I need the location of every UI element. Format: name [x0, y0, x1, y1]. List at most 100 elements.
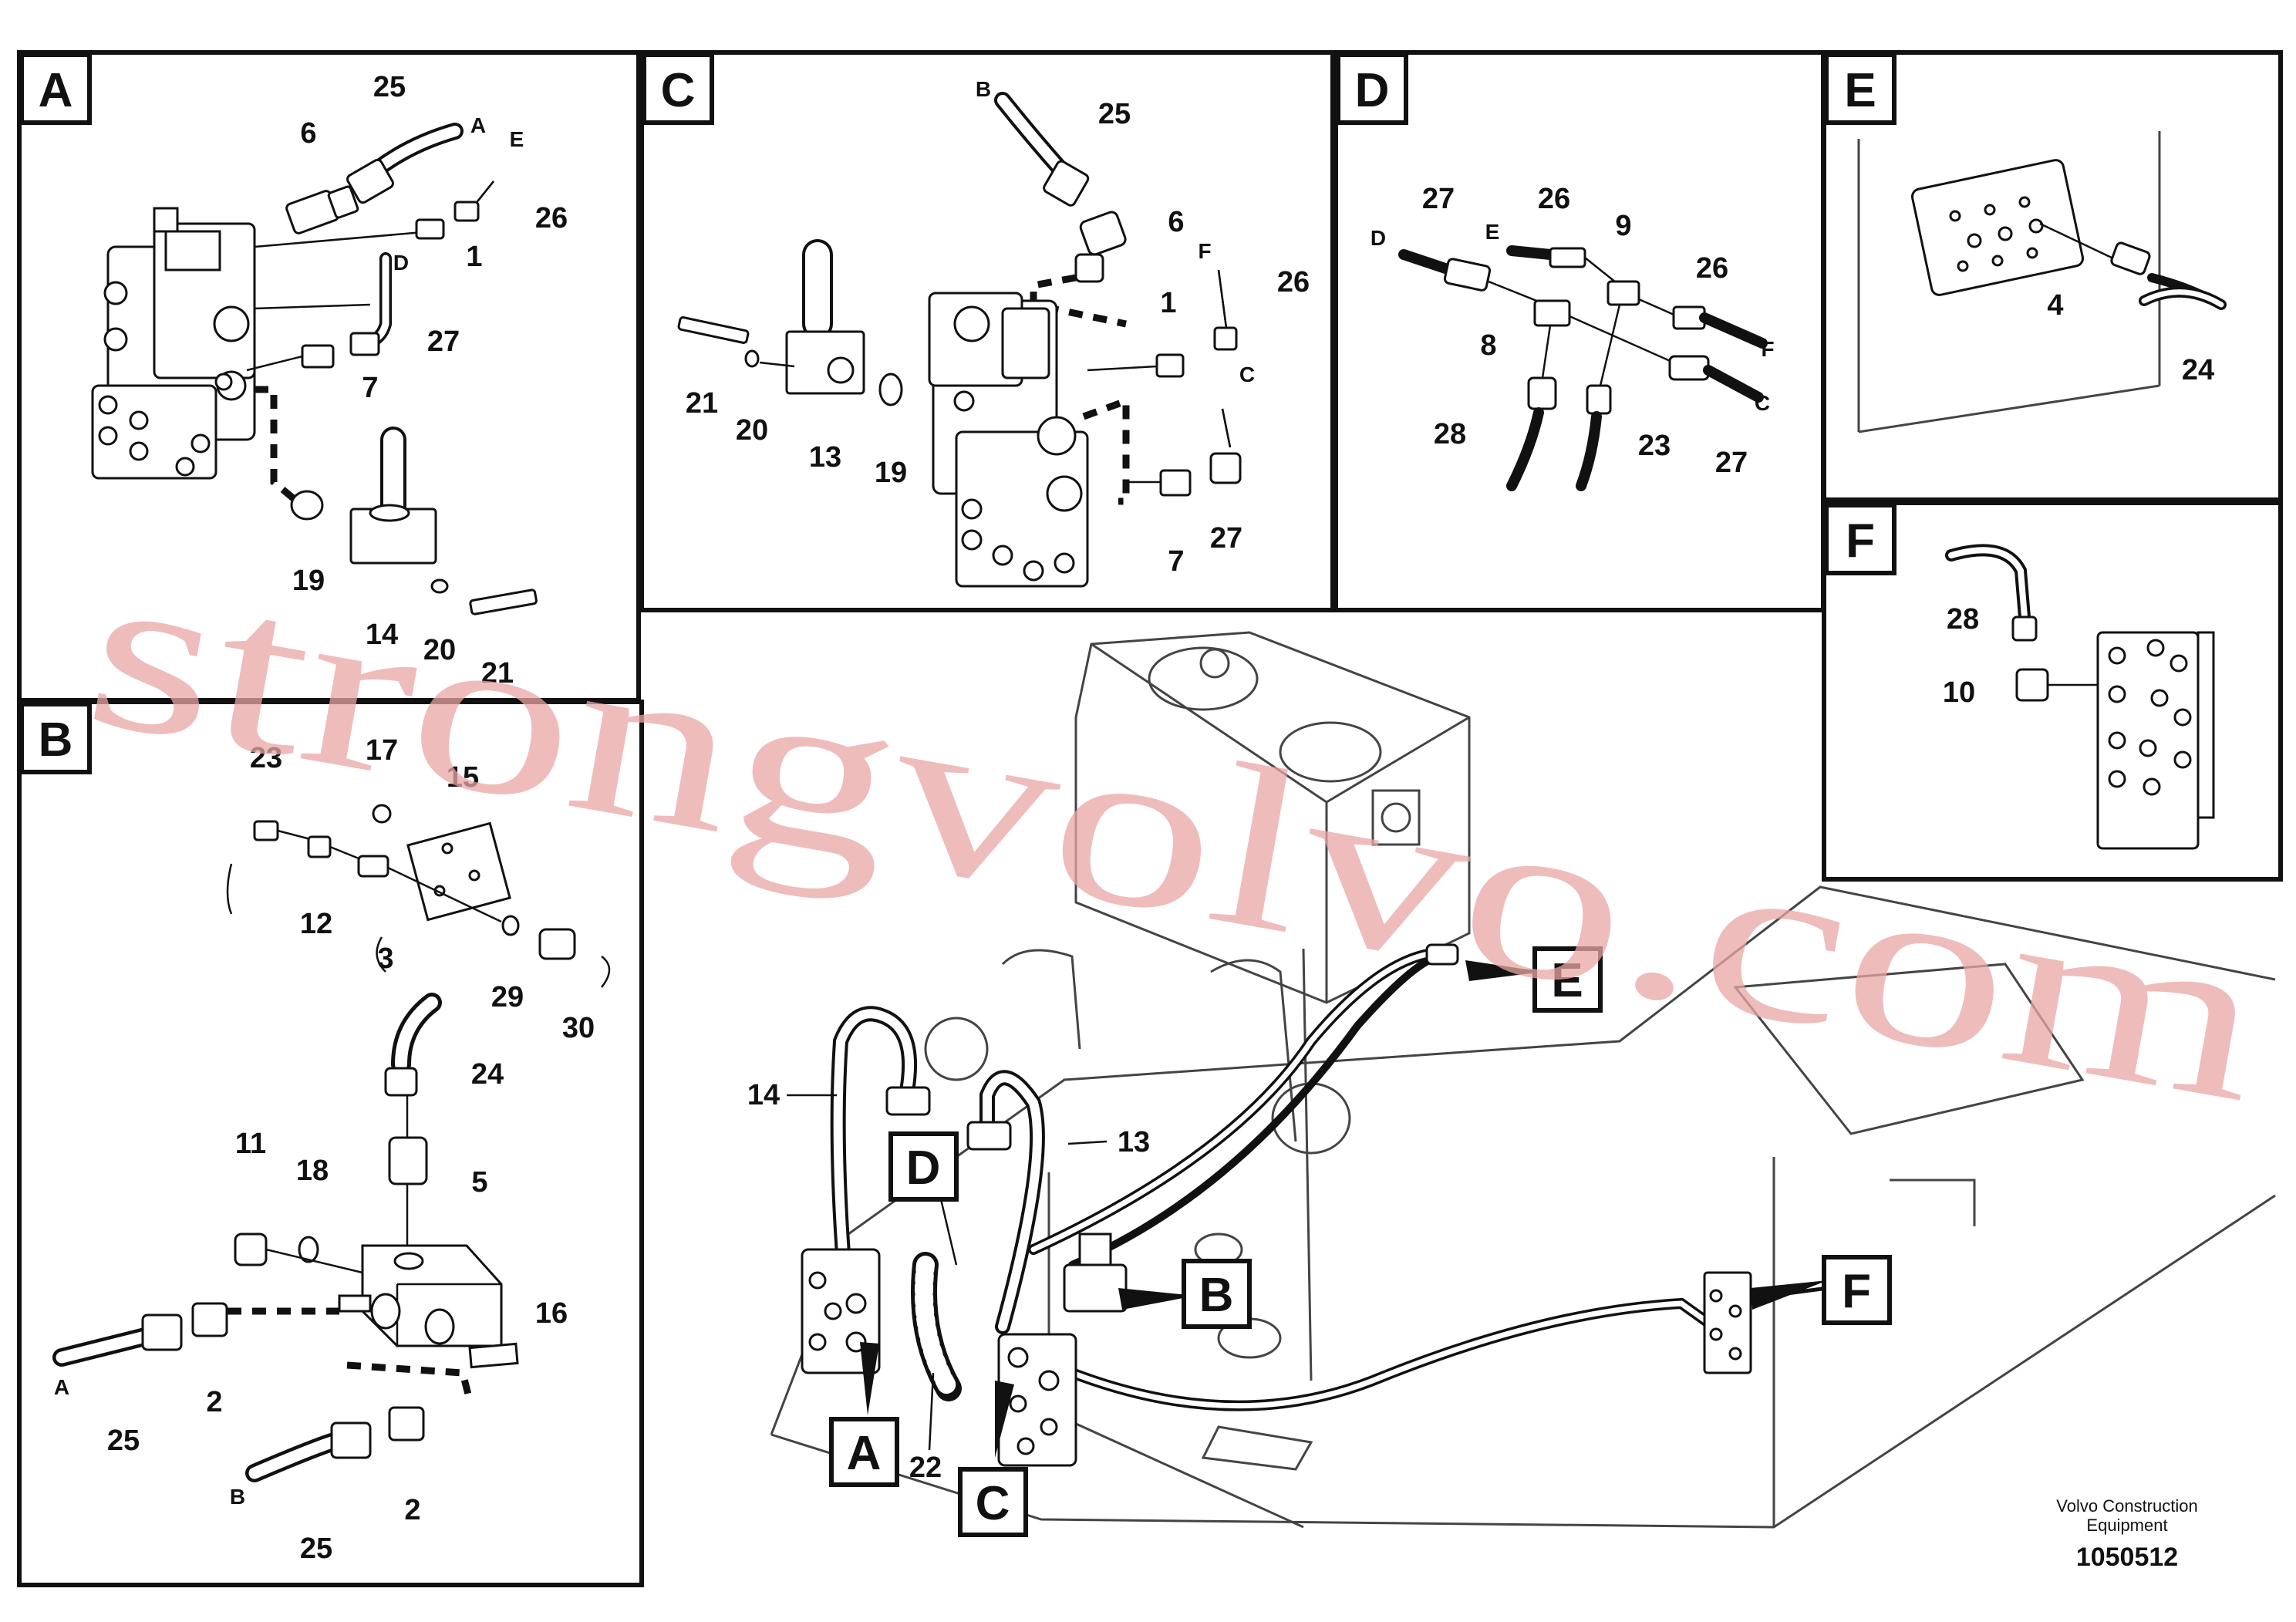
label-b-17: 17 [366, 734, 398, 767]
callout-f: F [1822, 1255, 1892, 1325]
label-a-25: 25 [373, 71, 406, 103]
label-b-2-bottom: 2 [404, 1494, 420, 1526]
panel-f-tag: F [1824, 503, 1896, 575]
label-c-26: 26 [1277, 266, 1310, 298]
label-d-letter-e: E [1485, 220, 1500, 244]
panel-a-tag: A [19, 52, 92, 125]
main-valve-c [997, 1333, 1077, 1467]
callout-a-text: A [847, 1427, 882, 1480]
label-c-27: 27 [1210, 522, 1242, 555]
panel-b-tag: B [19, 702, 92, 774]
panel-c-drawing: B 25 6 F 26 1 C 21 20 13 19 7 27 [677, 77, 1310, 588]
label-d-26-right: 26 [1696, 252, 1728, 285]
footer-company-line1: Volvo Construction [2056, 1496, 2197, 1516]
panel-a-drawing: 25 A E 6 26 1 D 27 7 19 14 20 21 [91, 71, 568, 690]
main-block-f [1703, 1271, 1752, 1374]
label-b-11: 11 [235, 1128, 266, 1160]
label-d-letter-f: F [1761, 337, 1774, 361]
label-b-5: 5 [471, 1166, 487, 1199]
callout-d: D [888, 1131, 959, 1202]
panel-d-tag: D [1336, 52, 1408, 125]
label-c-19: 19 [875, 457, 907, 489]
callout-e: E [1532, 946, 1603, 1013]
label-b-29: 29 [491, 981, 524, 1013]
label-a-letter-a: A [470, 113, 486, 137]
panel-a-tag-text: A [39, 64, 73, 117]
label-d-8: 8 [1480, 329, 1496, 362]
label-d-27-top: 27 [1422, 183, 1455, 215]
panel-d-frame [1333, 50, 1826, 612]
label-c-letter-c: C [1239, 363, 1255, 386]
footer-company-line2: Equipment [2086, 1516, 2167, 1535]
callout-c-text: C [976, 1477, 1010, 1530]
label-b-24: 24 [471, 1058, 504, 1091]
flange-14 [349, 427, 437, 565]
label-d-23: 23 [1638, 430, 1671, 462]
panel-e-tag: E [1824, 52, 1896, 125]
label-b-25-top: 25 [107, 1425, 140, 1457]
label-a-20: 20 [423, 634, 456, 666]
label-b-25-bottom: 25 [300, 1533, 332, 1565]
label-b-letter-a: A [54, 1375, 69, 1399]
label-c-21: 21 [686, 387, 718, 420]
block-16 [338, 1244, 519, 1369]
label-d-27-bottom: 27 [1715, 447, 1748, 479]
label-c-1: 1 [1160, 287, 1176, 319]
panel-d-tag-text: D [1355, 64, 1390, 117]
label-f-10: 10 [1943, 676, 1975, 709]
panel-e-drawing: 4 24 [1857, 131, 2227, 433]
label-b-23: 23 [250, 742, 282, 774]
label-main-13: 13 [1118, 1126, 1150, 1158]
panel-b-tag-text: B [39, 713, 73, 767]
label-a-letter-e: E [510, 127, 524, 151]
label-a-26: 26 [535, 202, 568, 234]
label-b-3: 3 [377, 943, 393, 975]
label-b-30: 30 [562, 1012, 595, 1044]
label-d-letter-c: C [1755, 391, 1770, 415]
callout-d-text: D [906, 1141, 941, 1195]
callout-a: A [829, 1417, 899, 1487]
label-b-18: 18 [296, 1155, 329, 1187]
panel-b-drawing: 23 17 15 12 3 29 30 24 5 11 18 16 A 25 2… [52, 734, 611, 1565]
elbow-6-c [1074, 211, 1127, 283]
label-a-7: 7 [362, 372, 378, 404]
label-c-7: 7 [1168, 545, 1184, 578]
label-c-letter-f: F [1198, 239, 1211, 263]
label-f-28: 28 [1947, 603, 1979, 636]
callout-b-text: B [1199, 1269, 1234, 1322]
footer-drawing-code: 1050512 [2076, 1543, 2178, 1572]
label-a-14: 14 [366, 619, 398, 651]
label-c-6: 6 [1168, 206, 1184, 238]
label-a-21: 21 [481, 657, 514, 690]
callout-f-text: F [1842, 1265, 1871, 1318]
panel-d-drawing: 27 26 9 D E 26 8 F 28 23 C 27 [1371, 183, 1775, 491]
callout-c: C [958, 1467, 1028, 1537]
label-main-14: 14 [747, 1079, 780, 1111]
label-c-13: 13 [809, 441, 841, 474]
label-e-24: 24 [2182, 354, 2214, 386]
main-assembly-drawing: 14 13 22 E D B F A C [747, 631, 2276, 1537]
label-d-26-top: 26 [1538, 183, 1570, 215]
panel-f-drawing: 28 10 [1943, 544, 2215, 850]
label-a-27: 27 [427, 325, 460, 358]
label-b-2-top: 2 [206, 1386, 222, 1418]
valve-block-f [2096, 631, 2215, 850]
label-b-12: 12 [300, 908, 332, 940]
label-c-25: 25 [1098, 98, 1131, 130]
panel-c-tag: C [642, 52, 714, 125]
label-a-1: 1 [466, 241, 482, 273]
control-valve-c [928, 292, 1089, 588]
label-d-28: 28 [1434, 418, 1466, 450]
label-a-6: 6 [300, 117, 316, 150]
label-d-9: 9 [1615, 210, 1631, 242]
label-c-letter-b: B [976, 77, 991, 101]
callout-e-text: E [1551, 954, 1583, 1007]
label-a-19: 19 [292, 565, 325, 597]
label-b-15: 15 [447, 761, 479, 794]
panel-f-tag-text: F [1846, 514, 1875, 568]
panel-c-tag-text: C [661, 64, 696, 117]
panel-e-tag-text: E [1844, 64, 1876, 117]
fitting-6 [285, 185, 359, 234]
label-main-22: 22 [909, 1452, 942, 1484]
